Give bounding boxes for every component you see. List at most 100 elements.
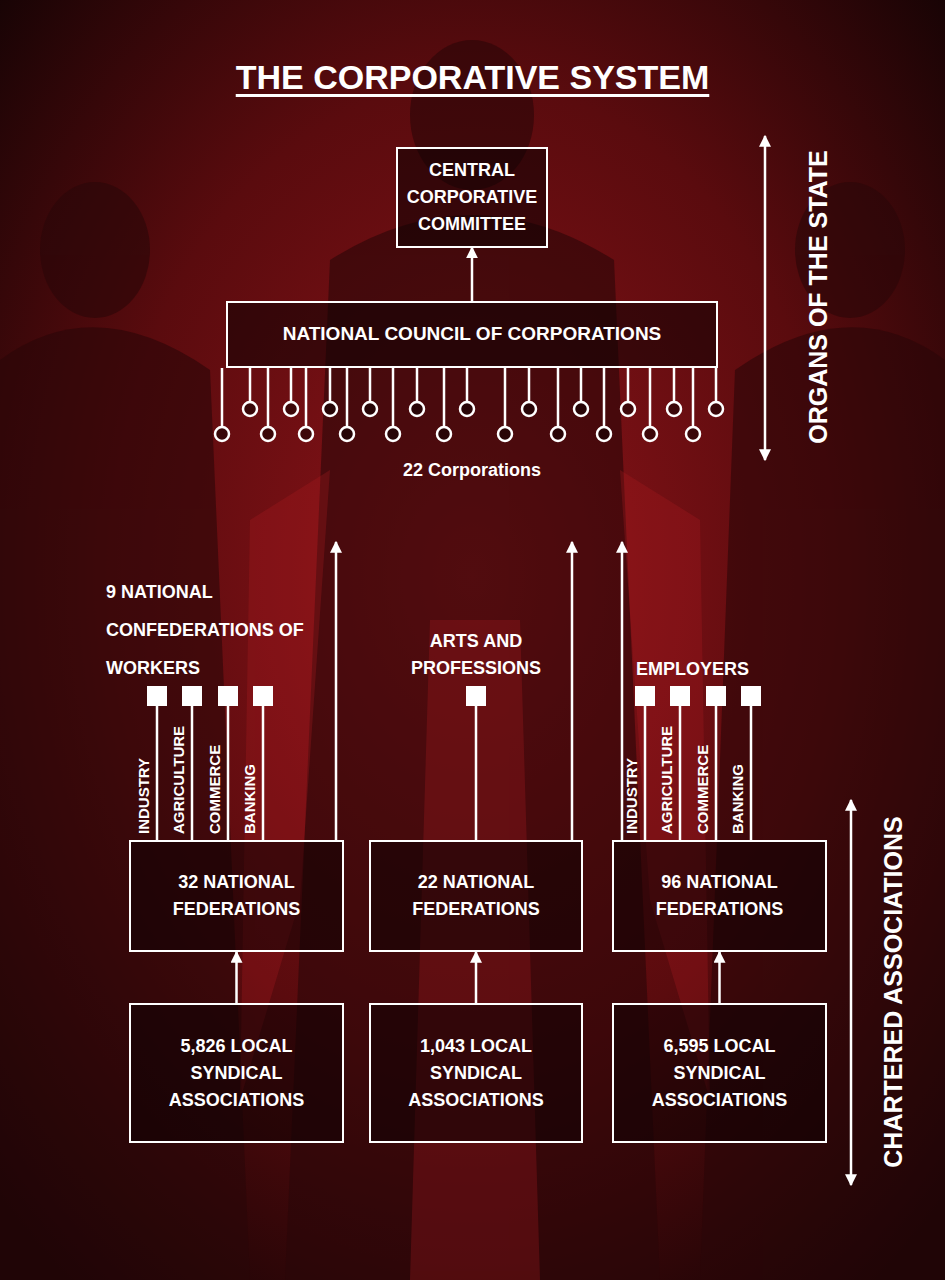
sector-label: BANKING (242, 764, 258, 834)
corporation-circle (667, 402, 681, 416)
corporation-circle (621, 402, 635, 416)
corporation-circle (643, 427, 657, 441)
corporation-circle (284, 402, 298, 416)
box-text: 32 NATIONAL FEDERATIONS (143, 869, 330, 923)
corporation-circle (215, 427, 229, 441)
confederation-square (218, 686, 238, 706)
stem (329, 368, 332, 402)
confederation-square (253, 686, 273, 706)
flow-arrow (475, 952, 478, 1003)
flow-arrow (471, 248, 474, 302)
corporation-circle (437, 427, 451, 441)
confederation-square (635, 686, 655, 706)
corporation-circle (522, 402, 536, 416)
flow-arrow (235, 952, 238, 1003)
box-text: 96 NATIONAL FEDERATIONS (626, 869, 813, 923)
stem (715, 706, 718, 840)
corporation-circle (410, 402, 424, 416)
stem (475, 706, 478, 840)
stem (156, 706, 159, 840)
corporation-circle (386, 427, 400, 441)
federation-box: 22 NATIONAL FEDERATIONS (369, 840, 583, 952)
stem (692, 368, 695, 427)
stem (528, 368, 531, 402)
stem (249, 368, 252, 402)
double-arrow (850, 800, 853, 1185)
box-text: NATIONAL COUNCIL OF CORPORATIONS (240, 320, 704, 349)
corporation-circle (709, 402, 723, 416)
flow-arrow (718, 952, 721, 1003)
corporation-circle (597, 427, 611, 441)
stem (346, 368, 349, 427)
confederation-square (147, 686, 167, 706)
sector-label: INDUSTRY (136, 758, 152, 834)
confederation-square (706, 686, 726, 706)
federation-box: 32 NATIONAL FEDERATIONS (129, 840, 344, 952)
confederation-stems (157, 706, 751, 840)
stem (262, 706, 265, 840)
stem (557, 368, 560, 427)
double-arrow (764, 136, 767, 460)
sector-label: INDUSTRY (624, 758, 640, 834)
up-arrow (335, 542, 338, 840)
federation-box: 96 NATIONAL FEDERATIONS (612, 840, 827, 952)
up-arrow (571, 542, 574, 840)
stem (627, 368, 630, 402)
box-text: CENTRAL CORPORATIVE COMMITTEE (406, 157, 538, 238)
stem (649, 368, 652, 427)
corporation-circle (498, 427, 512, 441)
confederation-squares (147, 686, 761, 706)
corporation-circle (686, 427, 700, 441)
corporation-stems (222, 368, 716, 427)
diagram-title: THE CORPORATIVE SYSTEM (0, 54, 945, 100)
stem (443, 368, 446, 427)
syndical-box: 5,826 LOCAL SYNDICAL ASSOCIATIONS (129, 1003, 344, 1143)
box-text: 1,043 LOCAL SYNDICAL ASSOCIATIONS (383, 1033, 569, 1114)
corporation-circle (323, 402, 337, 416)
corporation-circle (299, 427, 313, 441)
stem (644, 706, 647, 840)
corporation-circles (215, 402, 723, 441)
stem (603, 368, 606, 427)
stem (750, 706, 753, 840)
stem (466, 368, 469, 402)
syndical-box: 1,043 LOCAL SYNDICAL ASSOCIATIONS (369, 1003, 583, 1143)
confederation-square (741, 686, 761, 706)
figure-head (40, 182, 150, 318)
stem (290, 368, 293, 402)
box-text: 22 NATIONAL FEDERATIONS (383, 869, 569, 923)
corporation-circle (460, 402, 474, 416)
stem (504, 368, 507, 427)
sector-label: COMMERCE (695, 745, 711, 834)
scope-label: CHARTERED ASSOCIATIONS (879, 816, 908, 1167)
scope-label: ORGANS OF THE STATE (804, 150, 833, 444)
corporations-label: 22 Corporations (403, 458, 541, 482)
council-box: NATIONAL COUNCIL OF CORPORATIONS (226, 301, 718, 368)
confederation-square (466, 686, 486, 706)
stem (191, 706, 194, 840)
stem (715, 368, 718, 402)
stem (369, 368, 372, 402)
stem (392, 368, 395, 427)
stem (416, 368, 419, 402)
group-heading: ARTS AND PROFESSIONS (391, 628, 561, 682)
sector-label: COMMERCE (207, 745, 223, 834)
corporation-circle (340, 427, 354, 441)
sector-label: AGRICULTURE (659, 726, 675, 834)
stem (580, 368, 583, 402)
stem (267, 368, 270, 427)
stem (673, 368, 676, 402)
box-text: 6,595 LOCAL SYNDICAL ASSOCIATIONS (626, 1033, 813, 1114)
box-text: 5,826 LOCAL SYNDICAL ASSOCIATIONS (143, 1033, 330, 1114)
sector-label: BANKING (730, 764, 746, 834)
silhouettes (0, 40, 945, 1280)
syndical-box: 6,595 LOCAL SYNDICAL ASSOCIATIONS (612, 1003, 827, 1143)
confederation-square (670, 686, 690, 706)
corporation-circle (551, 427, 565, 441)
sector-label: AGRICULTURE (171, 726, 187, 834)
corporation-arrows (336, 542, 622, 840)
corporation-circle (574, 402, 588, 416)
group-heading: EMPLOYERS (636, 656, 786, 683)
committee-box: CENTRAL CORPORATIVE COMMITTEE (396, 147, 548, 248)
